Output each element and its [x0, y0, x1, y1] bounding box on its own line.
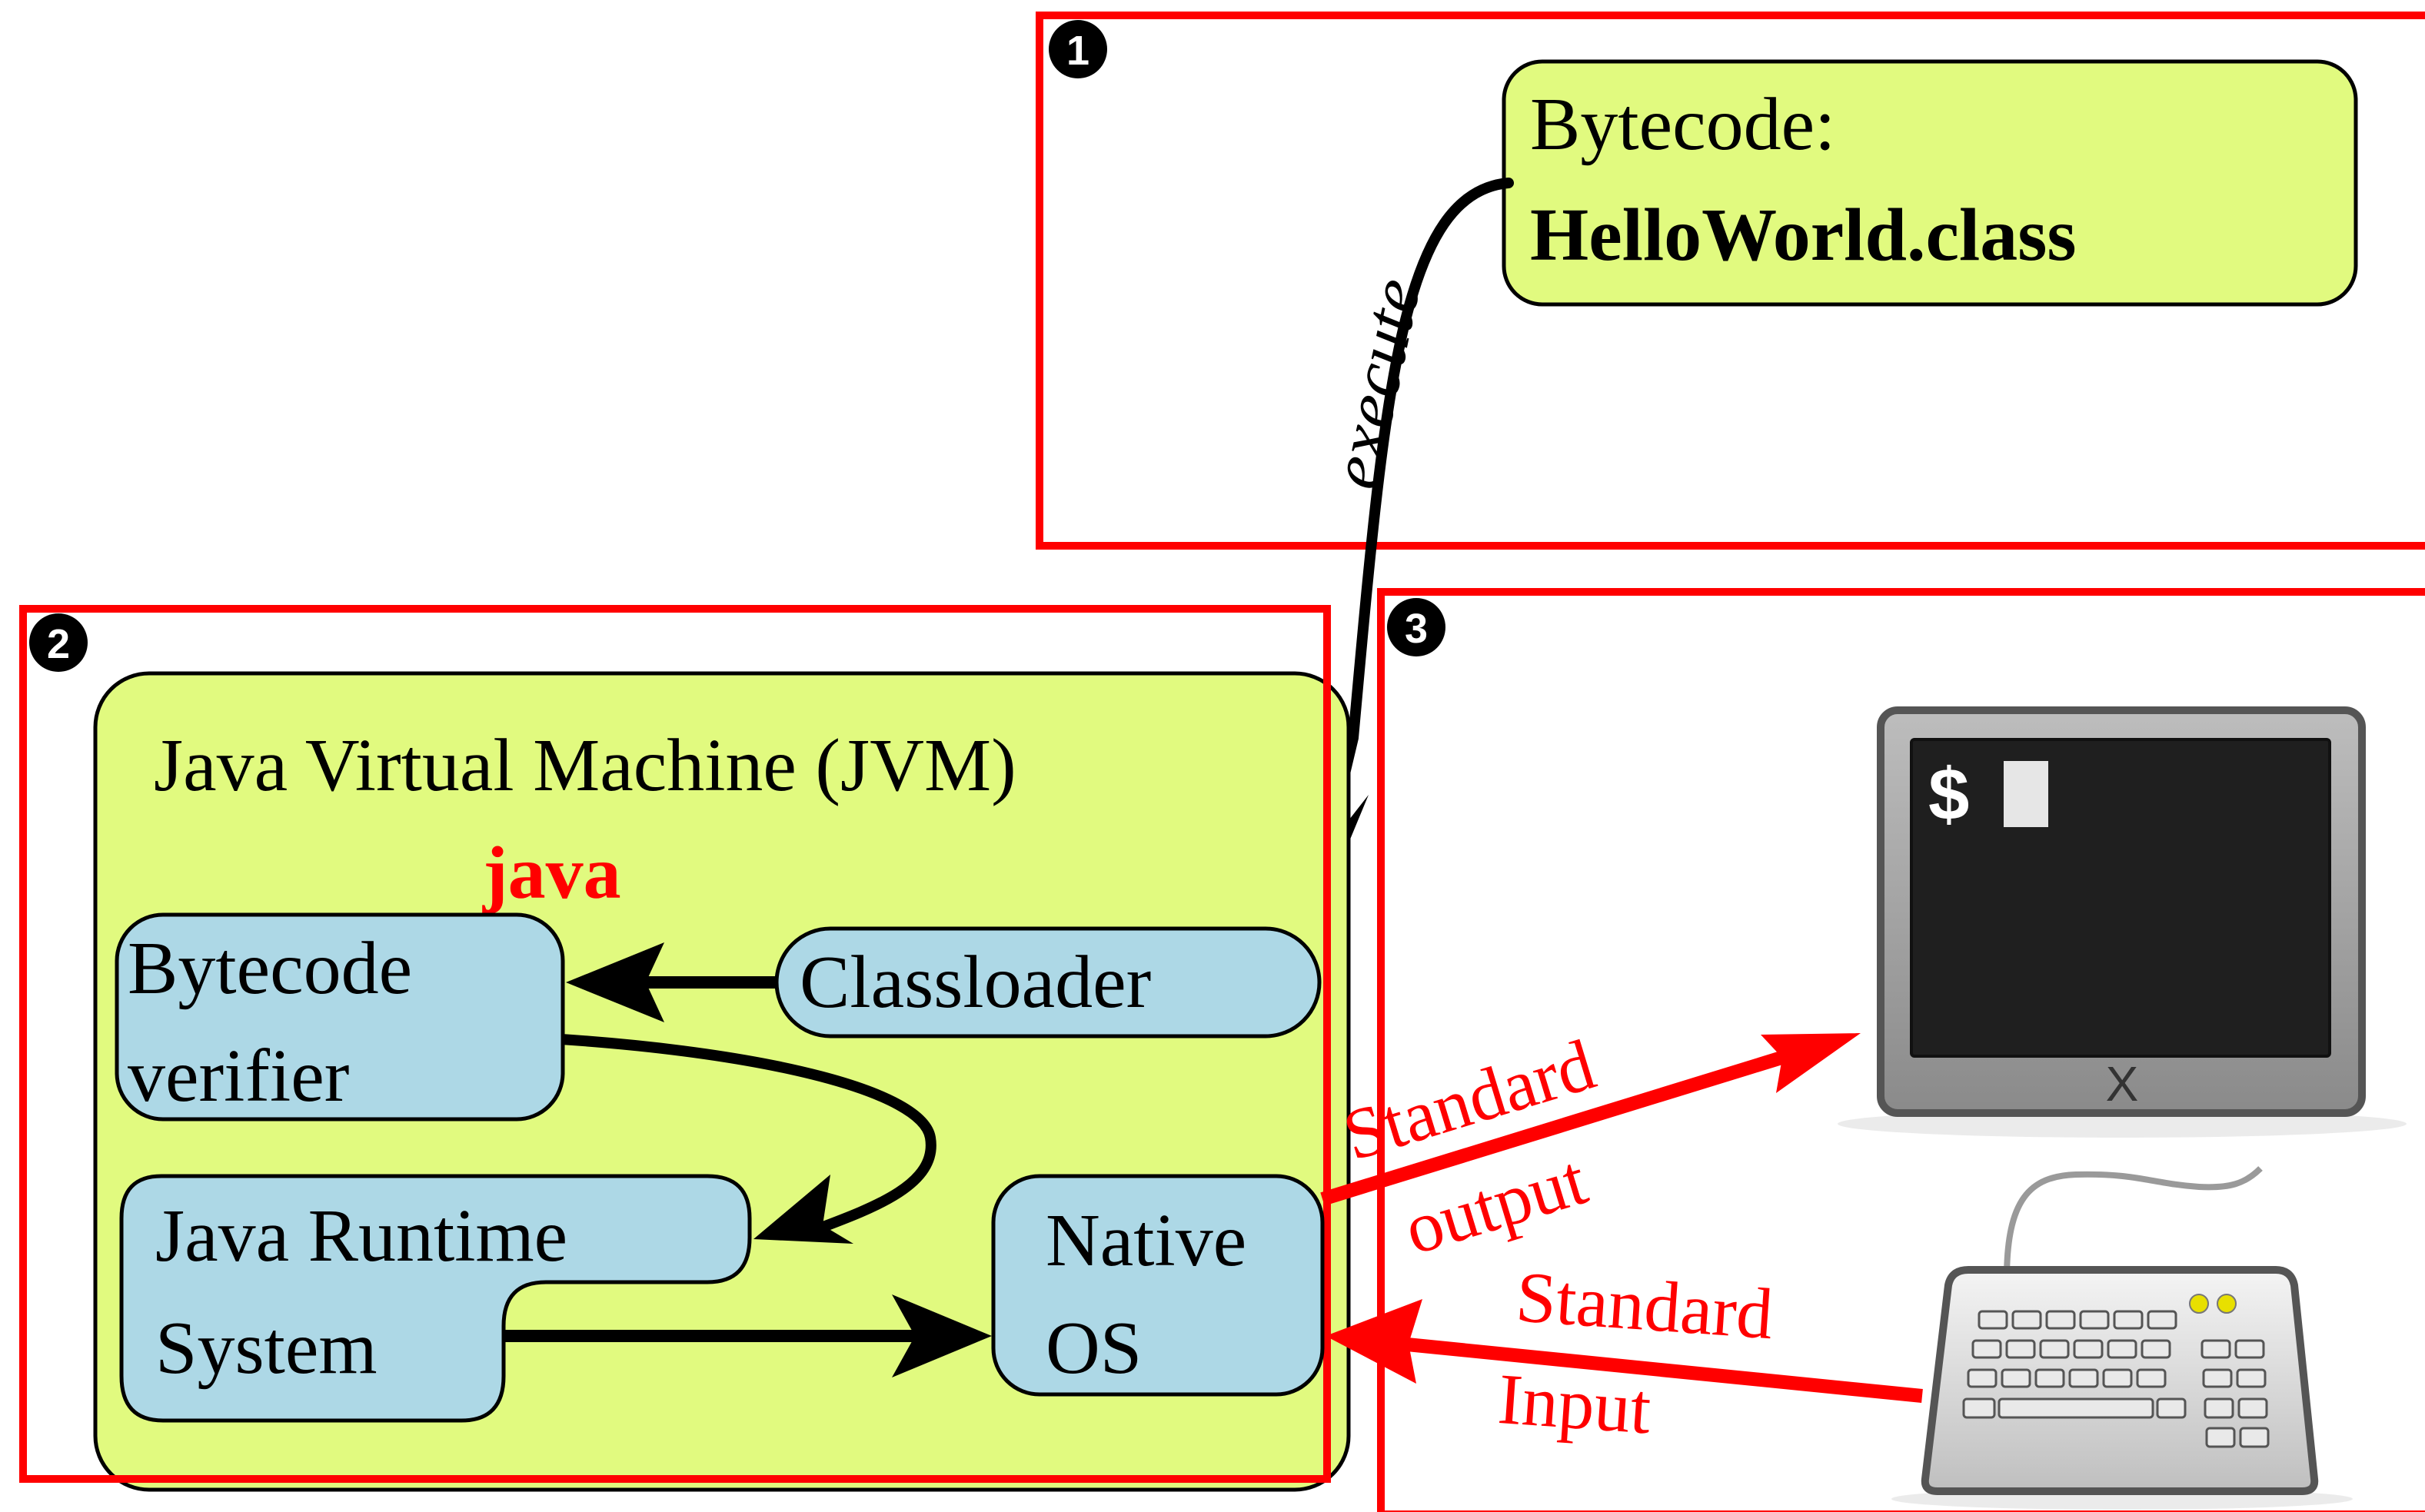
java-runtime-line1: Java Runtime [155, 1195, 567, 1278]
stdin-label-line1: Standard [1514, 1257, 1776, 1354]
stdout-label-line2: output [1395, 1140, 1595, 1271]
native-os-box [991, 1174, 1325, 1397]
terminal-prompt: $ [1928, 753, 1969, 836]
native-os-line1: Native [1046, 1199, 1246, 1282]
bytecode-box-filename: HelloWorld.class [1530, 194, 2077, 277]
section-1-badge: 1 [1049, 20, 1107, 78]
bytecode-box-line1: Bytecode: [1530, 83, 1835, 166]
section-2-badge: 2 [29, 613, 88, 672]
verifier-to-runtime-arrowhead [753, 1175, 853, 1244]
terminal-badge: X [2106, 1056, 2139, 1112]
execute-label: execute [1315, 271, 1435, 495]
java-runtime-line2: System [155, 1307, 378, 1390]
section-1-badge-label: 1 [1066, 28, 1089, 74]
bytecode-verifier-line1: Bytecode [128, 927, 412, 1010]
classloader-to-verifier-arrowhead [566, 942, 664, 1022]
runtime-to-native-arrowhead [892, 1294, 992, 1377]
section-2-frame [19, 605, 1331, 1483]
terminal-icon: $ X [1838, 706, 2407, 1138]
section-2-badge-label: 2 [47, 621, 70, 667]
stdin-arrowhead [1326, 1299, 1422, 1384]
execute-arrow [1319, 178, 1514, 866]
classloader-label: Classloader [800, 941, 1151, 1024]
stdin-arrow [1399, 1337, 1923, 1403]
stdout-arrowhead [1761, 1033, 1861, 1093]
bytecode-verifier-box [115, 912, 565, 1122]
section-1-frame [1036, 12, 2425, 550]
verifier-to-runtime-arrow [561, 1034, 936, 1235]
java-command-label: java [482, 832, 621, 915]
native-os-line2: OS [1046, 1307, 1142, 1390]
stdout-arrow [1320, 1048, 1794, 1206]
java-runtime-box [119, 1174, 752, 1423]
stdin-label-line2: Input [1495, 1359, 1653, 1450]
section-3-badge-label: 3 [1405, 606, 1428, 652]
keyboard-icon [1891, 1166, 2353, 1510]
bytecode-verifier-line2: verifier [128, 1035, 349, 1118]
terminal-cursor [2004, 761, 2048, 827]
section-3-badge: 3 [1387, 598, 1445, 656]
section-3-frame [1377, 588, 2425, 1512]
jvm-title: Java Virtual Machine (JVM) [154, 724, 1016, 807]
